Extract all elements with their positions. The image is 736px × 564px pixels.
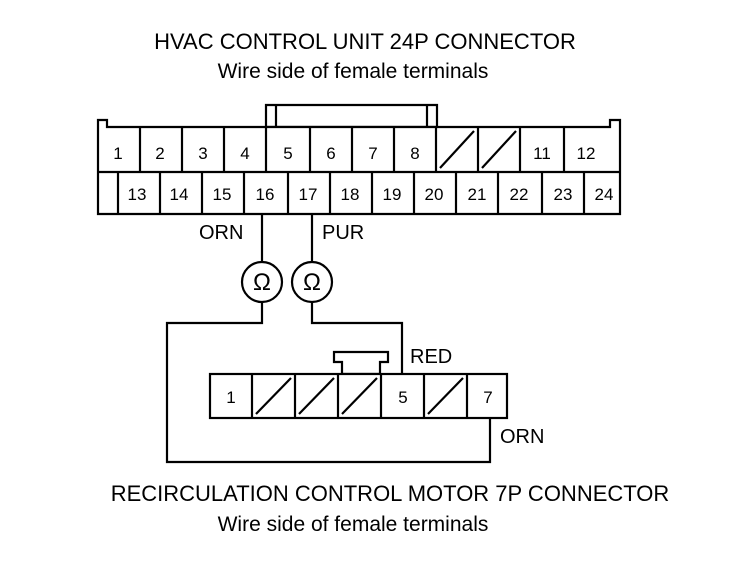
connector-latch [332,350,390,376]
wire-red-lower [310,302,404,374]
pin-24: 24 [595,185,614,204]
hvac-24p-connector: 1 2 3 4 5 6 7 8 11 12 13 14 15 16 17 18 … [96,103,622,216]
pin-21: 21 [468,185,487,204]
ohm-icon: Ω [253,269,271,296]
pin-19: 19 [383,185,402,204]
motor-pin-1: 1 [226,388,235,407]
wires [165,214,492,464]
pin-2: 2 [155,144,164,163]
pin-11: 11 [533,144,551,163]
pin-15: 15 [213,185,232,204]
pin-1: 1 [113,144,122,163]
wire-label-orn-bottom: ORN [500,426,544,448]
pin-13: 13 [128,185,147,204]
ohmmeter-left: Ω [240,260,284,304]
bottom-connector-subtitle: Wire side of female terminals [218,513,489,536]
top-connector-subtitle: Wire side of female terminals [218,60,489,83]
pin-23: 23 [554,185,573,204]
pin-7: 7 [368,144,377,163]
pin-12: 12 [577,144,596,163]
pin-17: 17 [299,185,318,204]
wire-orn-loop [165,302,492,464]
pin-6: 6 [326,144,335,163]
recirc-7p-connector: 1 5 7 [208,350,509,420]
pin-3: 3 [198,144,207,163]
ohm-icon: Ω [303,269,321,296]
top-connector-title: HVAC CONTROL UNIT 24P CONNECTOR [154,29,576,54]
wire-label-red: RED [410,346,452,368]
pin-20: 20 [425,185,444,204]
motor-pin-7: 7 [483,388,492,407]
pin-22: 22 [510,185,529,204]
pin-5: 5 [283,144,292,163]
pin-4: 4 [240,144,249,163]
connector-shell [96,118,622,216]
pin-18: 18 [341,185,360,204]
pin-16: 16 [256,185,275,204]
wire-label-orn-top: ORN [199,222,243,244]
pin-14: 14 [170,185,189,204]
bottom-connector-title: RECIRCULATION CONTROL MOTOR 7P CONNECTOR [111,481,670,506]
pin-8: 8 [410,144,419,163]
motor-pin-5: 5 [398,388,407,407]
connector-latch [264,103,439,129]
ohmmeter-right: Ω [290,260,334,304]
wire-label-pur-top: PUR [322,222,364,244]
